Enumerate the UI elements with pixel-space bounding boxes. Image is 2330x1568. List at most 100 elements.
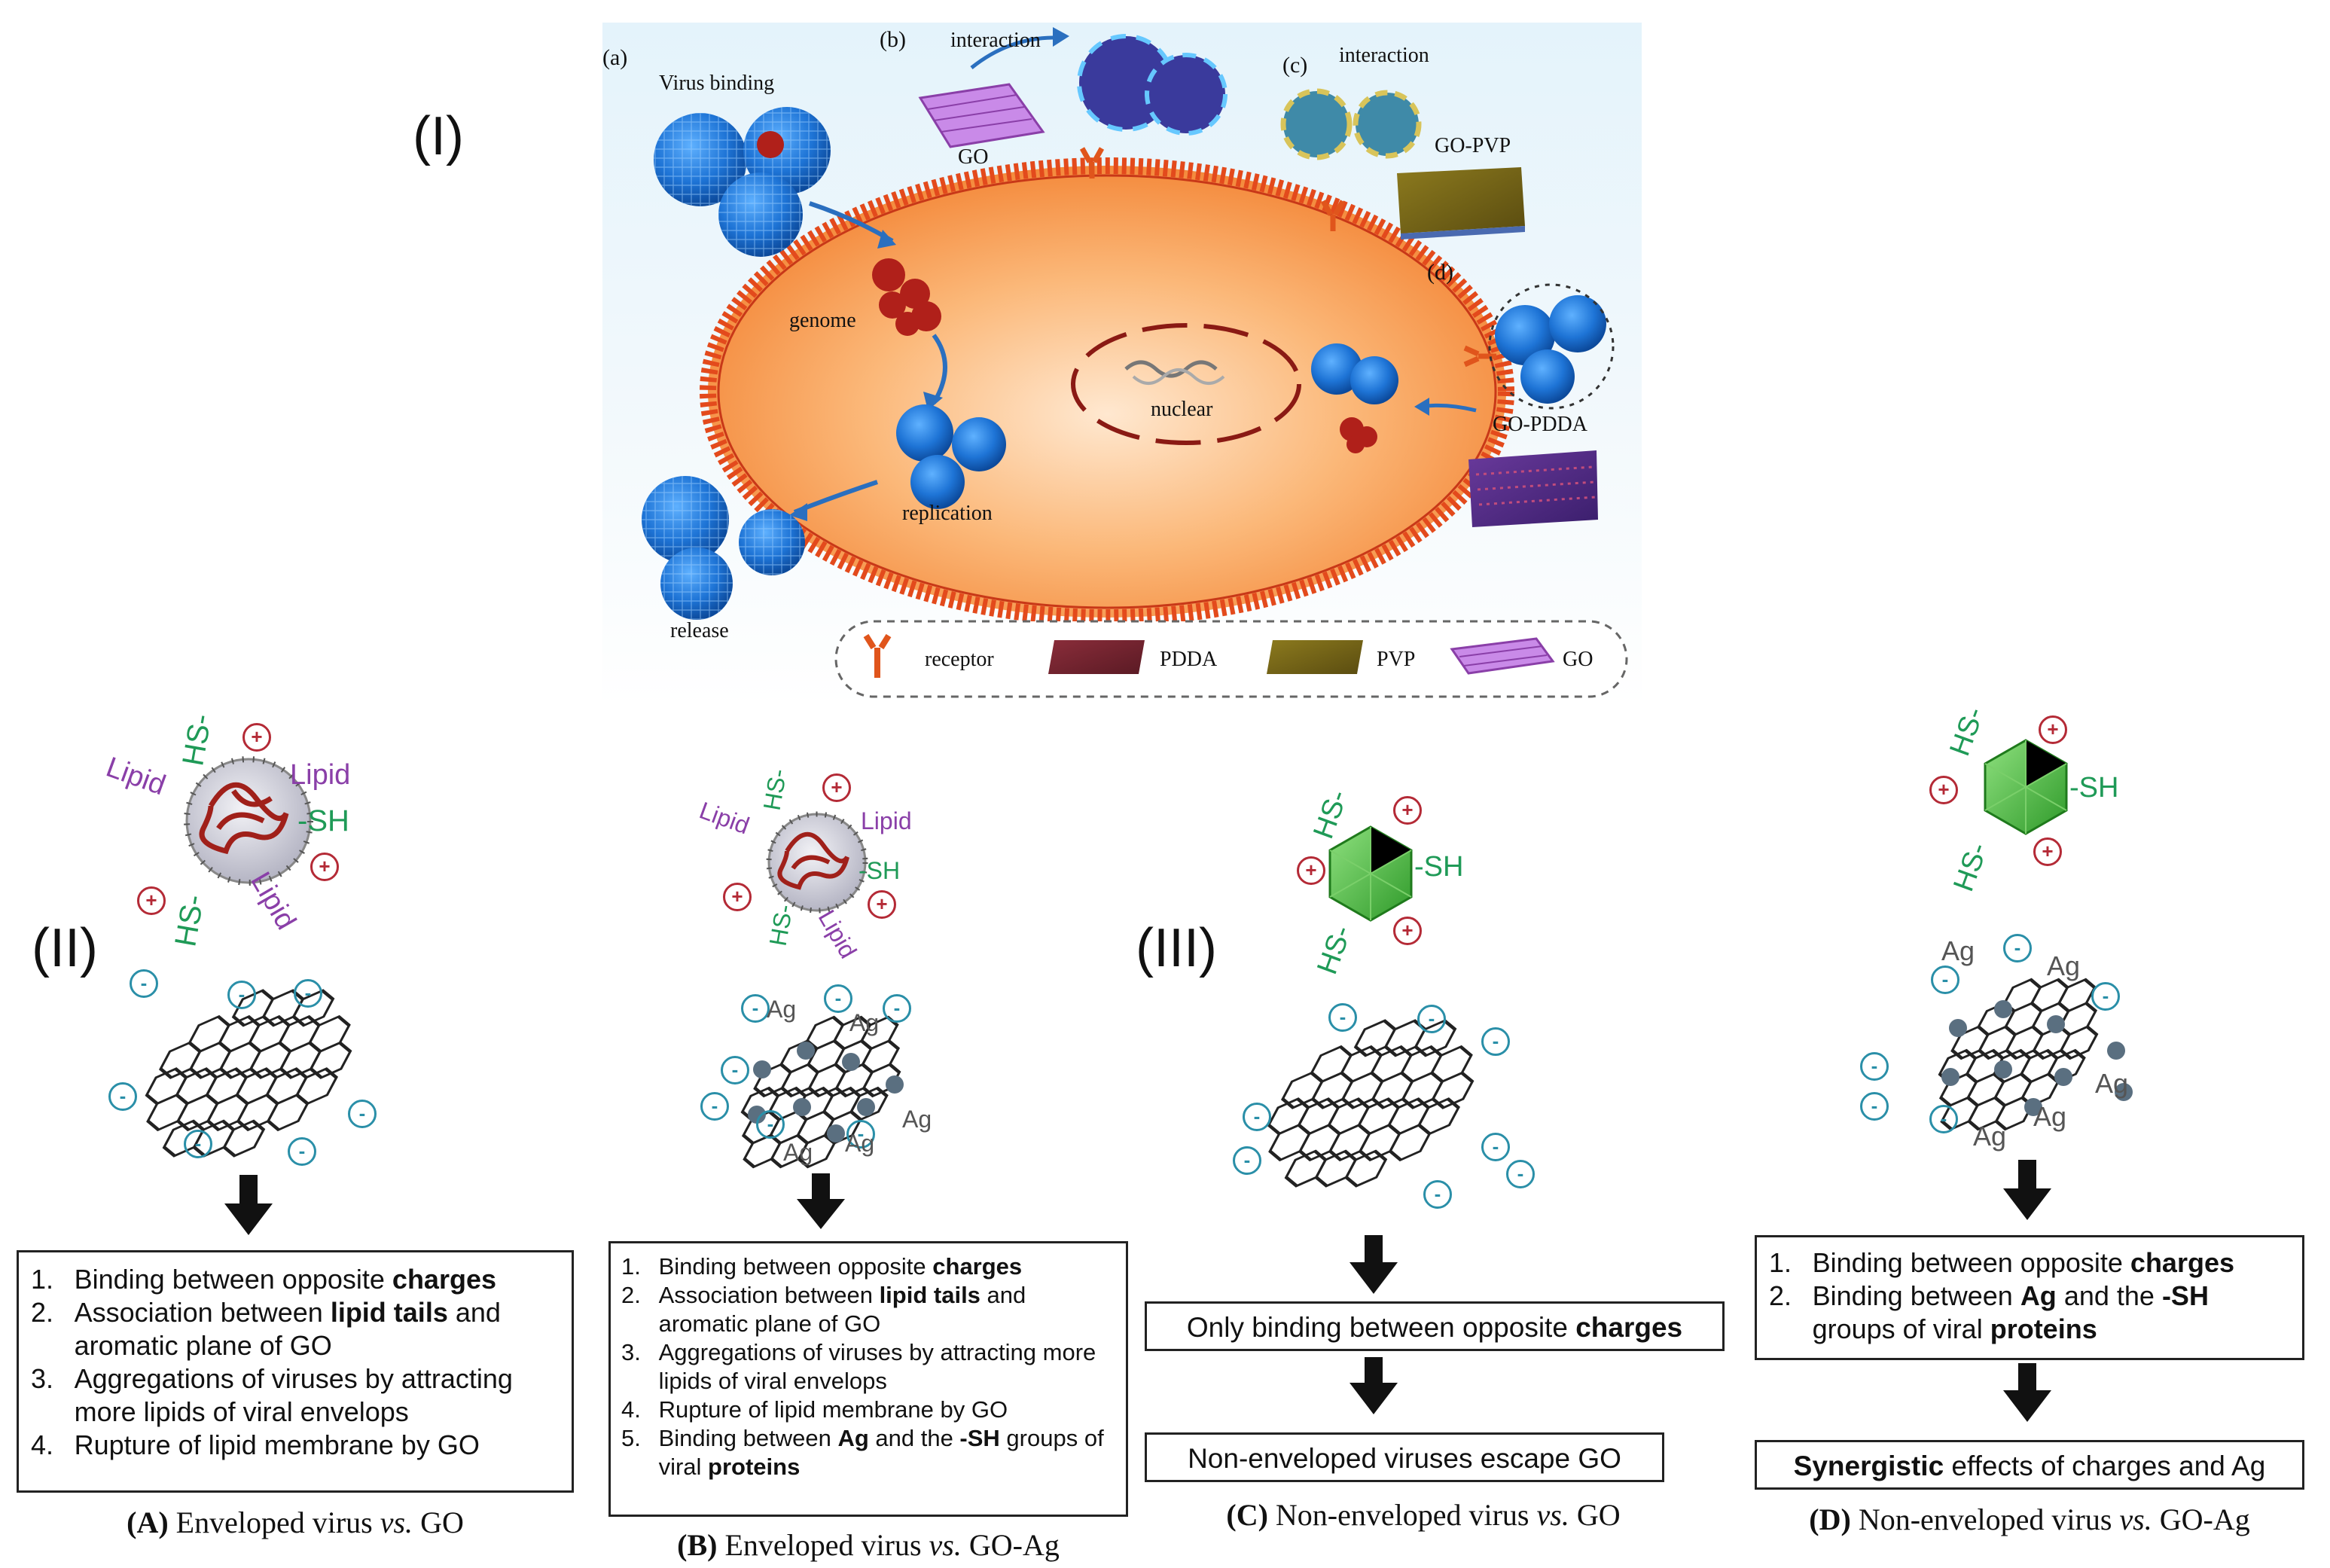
charge-plus: +	[310, 853, 339, 881]
ag-label: Ag	[2033, 1101, 2067, 1132]
charge-minus: -	[721, 1056, 749, 1084]
ag-label: Ag	[1941, 935, 1975, 966]
item-number: 1.	[1769, 1247, 1792, 1278]
item-text: Rupture of lipid membrane by GO	[658, 1396, 1008, 1423]
mechanism-item: 3. Aggregations of viruses by attracting …	[31, 1362, 560, 1429]
charge-minus: -	[1417, 1005, 1446, 1033]
charge-plus: +	[137, 886, 166, 915]
charge-minus: -	[348, 1100, 377, 1128]
label-virus-binding: Virus binding	[659, 72, 775, 95]
mechanism-box-d2: Synergistic effects of charges and Ag	[1755, 1440, 2304, 1490]
virus-cluster-go-pdda	[1488, 283, 1615, 410]
legend-receptor-label: receptor	[925, 648, 994, 671]
label-nuclear: nuclear	[1151, 398, 1213, 421]
charge-minus: -	[1860, 1092, 1889, 1121]
charge-minus: -	[294, 979, 322, 1008]
go-pvp-sheet-icon	[1397, 167, 1525, 239]
legend-receptor-icon	[863, 633, 892, 678]
item-number: 2.	[1769, 1280, 1792, 1311]
mechanism-item: 2.Association between lipid tails and ar…	[621, 1281, 1115, 1338]
item-number: 3.	[31, 1363, 54, 1394]
receptor-icon	[1079, 147, 1496, 368]
ag-label: Ag	[1973, 1121, 2007, 1152]
charge-plus: +	[1929, 776, 1958, 804]
mechanism-item: 2.Association between lipid tails and ar…	[31, 1296, 560, 1362]
thiol-label: -SH	[1414, 851, 1464, 883]
go-sheet-icon	[918, 83, 1045, 148]
thiol-label: -SH	[297, 804, 349, 837]
legend-pvp-label: PVP	[1377, 648, 1416, 671]
go-sheet-a	[145, 989, 352, 1158]
charge-minus: -	[824, 984, 852, 1013]
caption-d: (D) Non-enveloped virus vs. GO-Ag	[1809, 1502, 2250, 1536]
charge-plus: +	[242, 723, 271, 752]
go-pdda-sheet-icon	[1468, 450, 1598, 527]
sub-label-c: (c)	[1282, 53, 1308, 78]
virus-cluster-internal	[1311, 343, 1398, 404]
mechanism-box-c2: Non-enveloped viruses escape GO	[1145, 1432, 1664, 1482]
item-text: Aggregations of viruses by attracting mo…	[74, 1363, 513, 1427]
charge-minus: -	[288, 1137, 316, 1166]
charge-minus: -	[1243, 1103, 1271, 1131]
lipid-label: Lipid	[861, 807, 912, 834]
caption-b: (B) Enveloped virus vs. GO-Ag	[677, 1528, 1060, 1562]
item-text: Aggregations of viruses by attracting mo…	[658, 1339, 1096, 1394]
charge-plus: +	[868, 890, 896, 919]
charge-plus: +	[1393, 917, 1422, 945]
charge-plus: +	[2033, 837, 2062, 866]
virus-cluster-release	[642, 476, 805, 620]
ag-label: Ag	[902, 1106, 932, 1133]
legend-go-swatch	[1450, 637, 1555, 675]
nucleus-outline	[1071, 323, 1301, 445]
item-text: Binding between Ag and the -SH groups of…	[658, 1425, 1104, 1480]
genome-icon	[872, 258, 941, 336]
ag-label: Ag	[845, 1130, 875, 1157]
item-number: 1.	[621, 1253, 641, 1280]
enveloped-virus-a	[184, 756, 313, 886]
charge-minus: -	[700, 1092, 729, 1121]
ag-particles-d	[1941, 1000, 2133, 1116]
mechanism-item: 2. Binding between Ag and the -SH groups …	[1769, 1280, 2290, 1346]
dna-strand-icon	[1124, 360, 1225, 385]
legend-go-label: GO	[1563, 648, 1593, 671]
thiol-label: -SH	[2069, 772, 2119, 804]
charge-plus: +	[2039, 715, 2067, 744]
ag-label: Ag	[849, 1009, 880, 1036]
section-label-three: (III)	[1136, 918, 1217, 978]
item-text: Binding between opposite charges	[74, 1264, 496, 1295]
go-sheet-b	[740, 1015, 901, 1169]
ag-label: Ag	[783, 1139, 813, 1166]
charge-minus: -	[2091, 982, 2120, 1011]
go-sheet-c	[1267, 1019, 1475, 1188]
lipid-label: Lipid	[290, 759, 351, 791]
charge-minus: -	[1481, 1133, 1510, 1161]
mechanism-item: 4.Rupture of lipid membrane by GO	[621, 1396, 1115, 1424]
charge-minus: -	[846, 1120, 875, 1149]
ag-label: Ag	[2095, 1068, 2129, 1099]
label-interaction-b: interaction	[950, 29, 1041, 52]
item-text: Binding between Ag and the -SH groups of…	[1812, 1280, 2209, 1344]
mechanism-item: 3.Aggregations of viruses by attracting …	[621, 1338, 1115, 1396]
genome-fragment-icon	[1340, 417, 1377, 453]
virus-interaction-c	[1280, 88, 1422, 160]
charge-plus: +	[822, 773, 851, 802]
item-number: 2.	[621, 1282, 641, 1308]
charge-minus: -	[756, 1110, 785, 1139]
charge-plus: +	[723, 883, 752, 911]
down-arrow-icon	[224, 1160, 2051, 1422]
thiol-label: -SH	[859, 857, 901, 884]
label-go: GO	[958, 145, 989, 169]
charge-minus: -	[184, 1130, 212, 1158]
virus-cluster-replication	[896, 404, 1006, 509]
nonenveloped-virus-c	[1328, 825, 1413, 922]
item-text: Association between lipid tails and arom…	[74, 1297, 501, 1361]
sub-label-d: (d)	[1427, 260, 1453, 285]
label-genome: genome	[789, 309, 856, 332]
ag-particles-b	[748, 1042, 904, 1142]
caption-a: (A) Enveloped virus vs. GO	[127, 1505, 464, 1539]
label-replication: replication	[902, 502, 993, 525]
item-number: 1.	[31, 1264, 54, 1295]
